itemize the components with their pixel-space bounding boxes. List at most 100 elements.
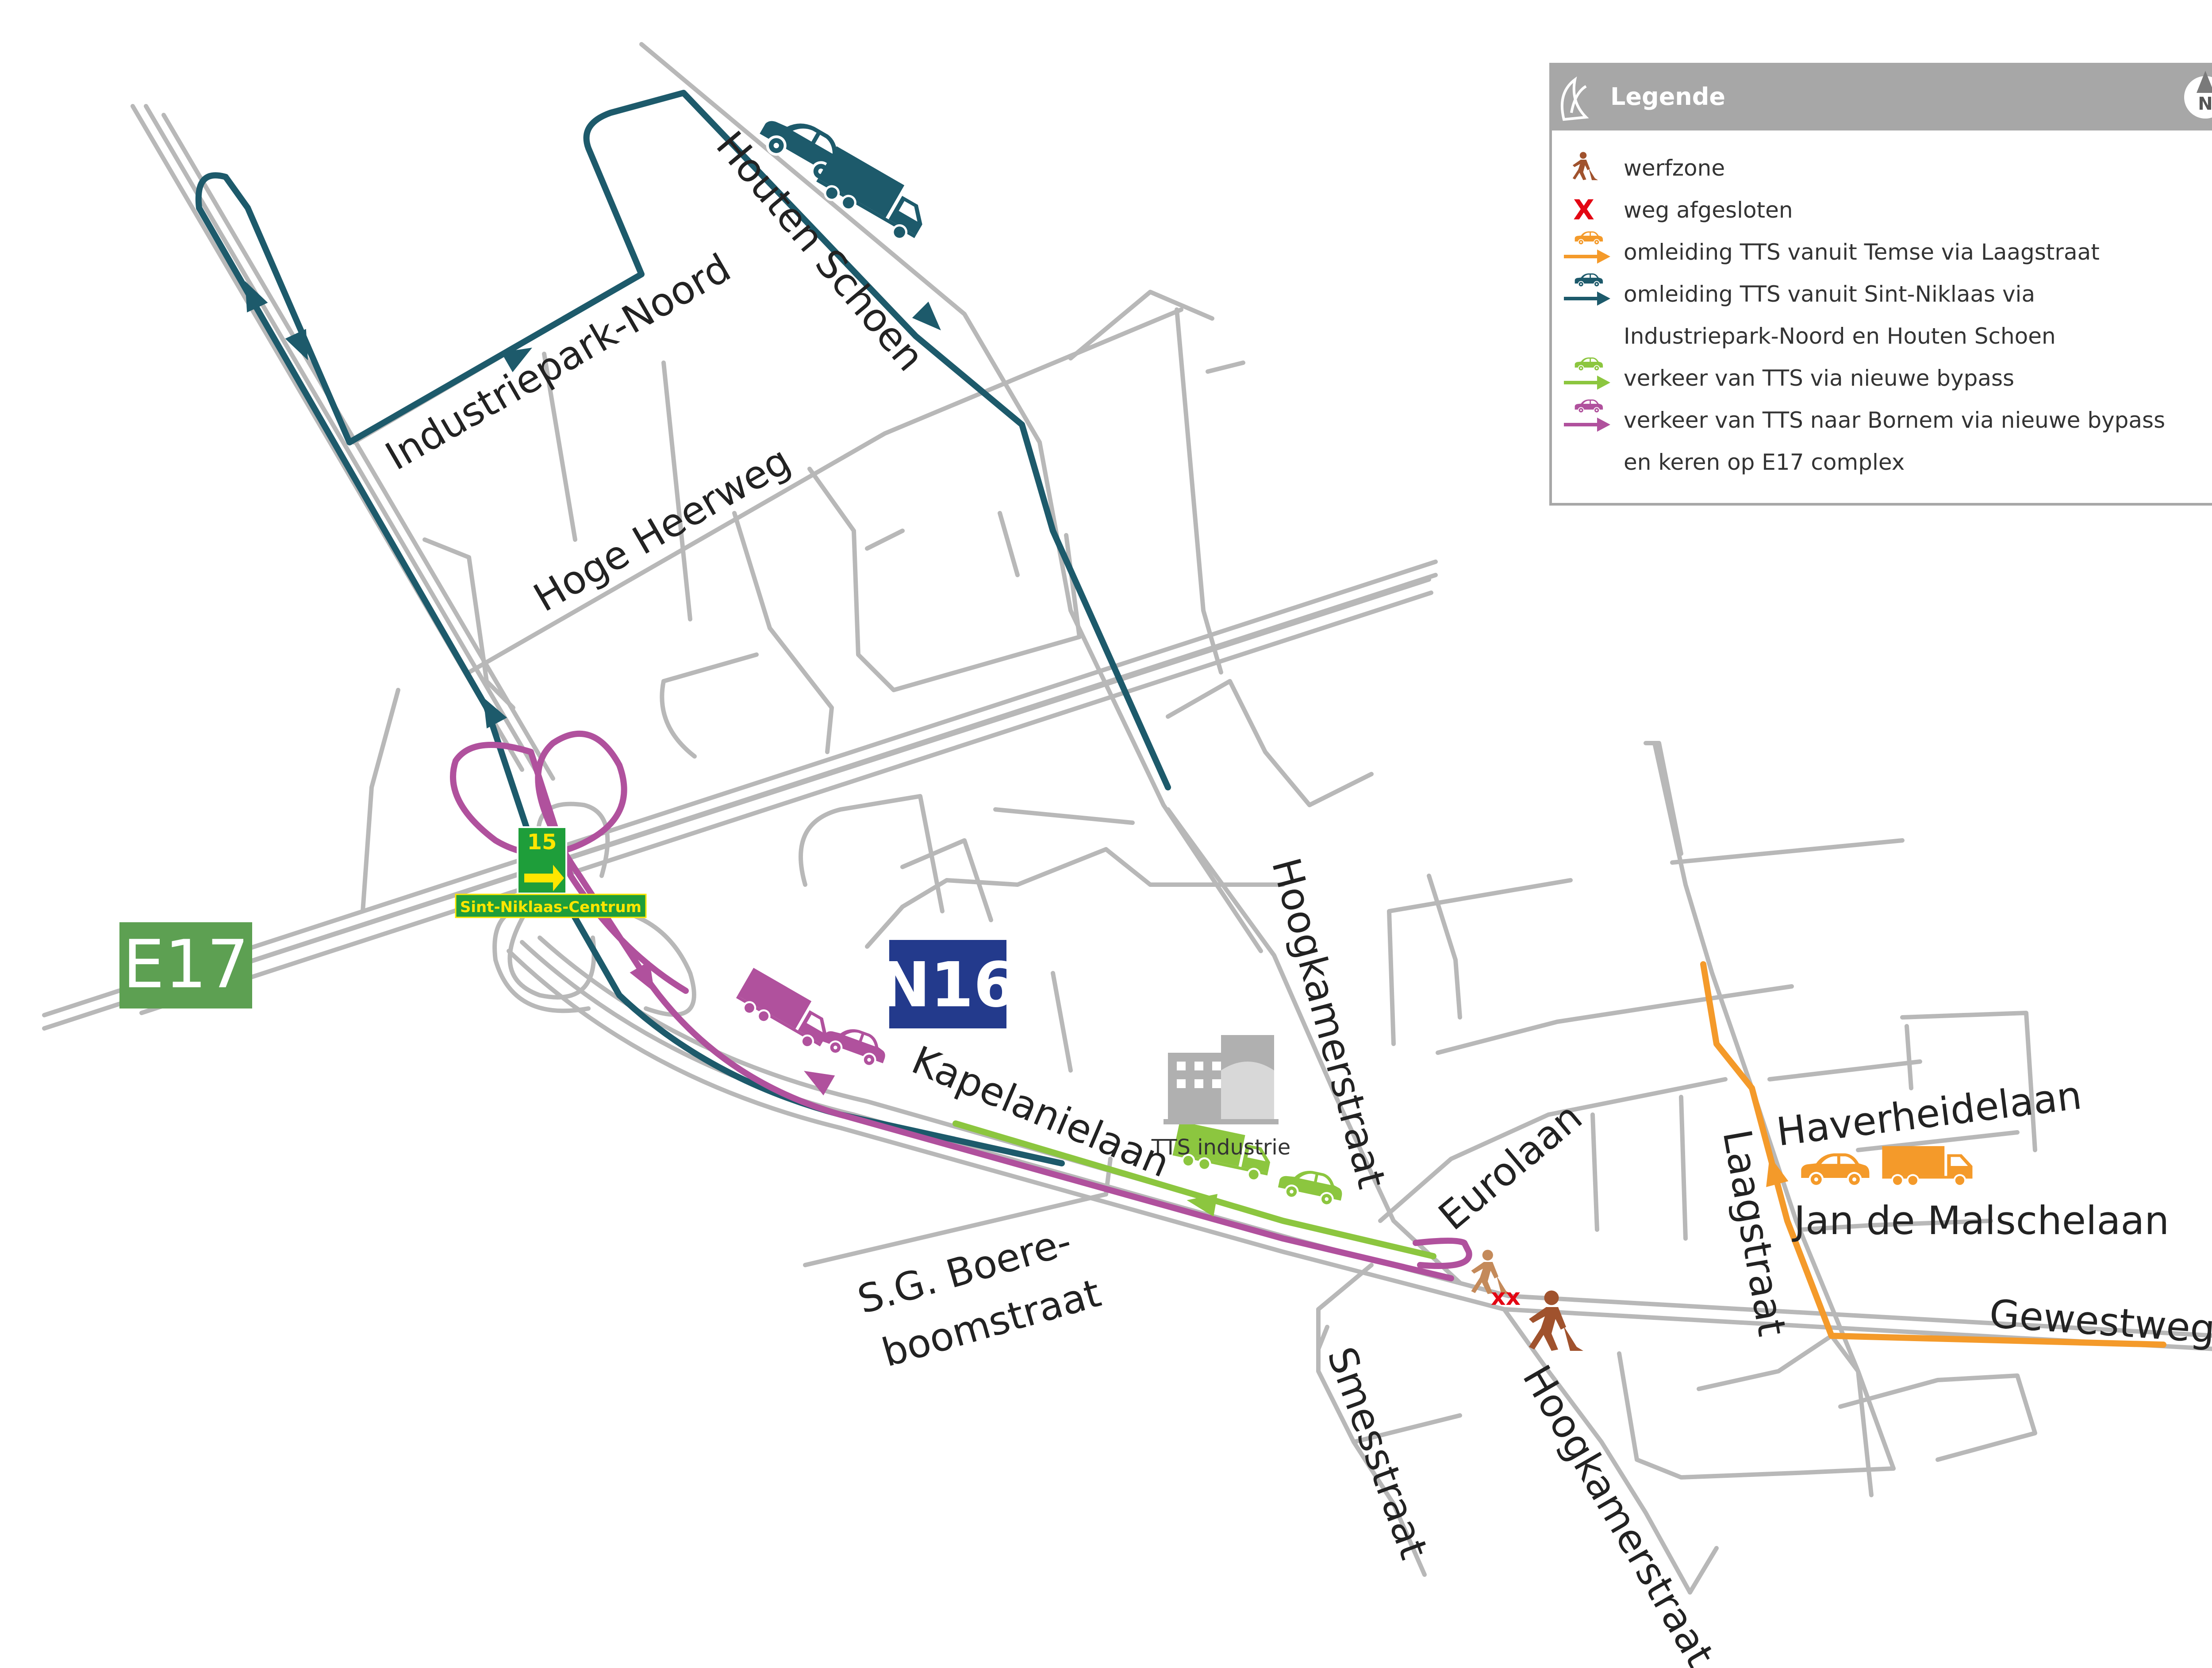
- road-block-12: [361, 688, 400, 913]
- road-block-8: [865, 529, 905, 551]
- arrow-teal-3: [501, 348, 532, 372]
- road-block-10: [660, 652, 759, 759]
- exit-15-number: 15: [527, 830, 557, 855]
- n16-badge-label: N16: [879, 949, 1017, 1021]
- road-block-5: [542, 352, 577, 542]
- road-kapel-4: [1051, 971, 1073, 1073]
- road-east-12: [1679, 1095, 1688, 1241]
- road-south-1: [1316, 1325, 1329, 1351]
- route-arrows: [245, 281, 1789, 1217]
- legend-header: [1551, 64, 2212, 130]
- road-kapel-3: [900, 838, 993, 922]
- legend-row-purple-cont: en keren op E17 complex: [1624, 449, 1905, 475]
- road-east-4: [1670, 838, 1905, 865]
- arrow-purple-2: [804, 1071, 835, 1096]
- road-kapel-6: [993, 807, 1135, 825]
- purple-car-arrow-icon: [1564, 399, 1610, 432]
- road-sg: [803, 1192, 1108, 1267]
- road-east-1: [1436, 984, 1794, 1055]
- road-block-13: [1166, 679, 1374, 807]
- road-block-9: [998, 511, 1020, 577]
- road-hoogkamer-south: [1502, 1307, 1692, 1595]
- legend-row-teal-cont: Industriepark-Noord en Houten Schoen: [1624, 323, 2056, 349]
- road-e17-d: [139, 591, 1433, 1015]
- e17-badge-box: [119, 922, 252, 1008]
- road-n16-main-1: [507, 949, 2212, 1351]
- legend-label: verkeer van TTS via nieuwe bypass: [1624, 365, 2014, 391]
- road-east-5: [1427, 874, 1462, 1020]
- legend-row-werfzone: werfzone: [1572, 152, 1725, 181]
- building-icon: [1164, 1035, 1279, 1124]
- arrow-teal-5: [483, 697, 507, 729]
- arrow-orange-1: [1766, 1156, 1789, 1187]
- road-block-6: [661, 360, 692, 621]
- road-south-3: [1617, 1351, 1798, 1480]
- route-orange-main: [1700, 961, 2166, 1348]
- route-teal-e17-loop: [195, 90, 1171, 790]
- exit-destination-box: [455, 893, 647, 918]
- route-purple-loops: [450, 730, 689, 994]
- route-orange-laagstraat: [1700, 961, 2166, 1348]
- flanders-logo-icon: [1560, 76, 1589, 121]
- road-kapel-1: [799, 794, 945, 913]
- road-south-5: [1838, 1373, 2037, 1462]
- legend-label: en keren op E17 complex: [1624, 449, 1905, 475]
- werfzone-markers: xx: [1471, 1250, 1583, 1351]
- e17-badge-label: E17: [123, 926, 249, 1003]
- route-green-bypass: [952, 1120, 1436, 1259]
- road-eurolaan: [1378, 1077, 1728, 1223]
- legend-label: werfzone: [1624, 155, 1725, 181]
- legend-row-orange: omleiding TTS vanuit Temse via Laagstraa…: [1564, 231, 2100, 265]
- teal-car-arrow-icon: [1564, 273, 1610, 306]
- road-east-10: [1900, 1011, 2037, 1152]
- arrow-teal-1: [245, 281, 268, 313]
- green-car-arrow-icon: [1564, 357, 1610, 390]
- road-block-1: [807, 467, 1082, 692]
- road-block-7: [732, 511, 834, 754]
- road-kapel-2: [865, 847, 1108, 949]
- road-block-11: [422, 537, 515, 710]
- legend-label: weg afgesloten: [1624, 197, 1793, 223]
- road-e17-a: [42, 560, 1438, 1017]
- legend-label: verkeer van TTS naar Bornem via nieuwe b…: [1624, 407, 2165, 433]
- road-east-7: [1767, 1059, 1922, 1081]
- closed-x-icon: X: [1573, 194, 1594, 226]
- road-south-2: [1352, 1413, 1462, 1444]
- legend-label: omleiding TTS vanuit Temse via Laagstraa…: [1624, 239, 2100, 265]
- route-purple-main: [643, 974, 1454, 1281]
- n16-badge-box: [889, 940, 1006, 1028]
- road-east-3: [1644, 741, 1683, 856]
- road-block-3: [1068, 290, 1214, 360]
- label-smesstraat: Smesstraat: [1318, 1341, 1437, 1565]
- orange-car-arrow-icon: [1564, 231, 1610, 264]
- orange-truck-icon: [1882, 1146, 1973, 1187]
- road-smesstraat: [1316, 1263, 1427, 1577]
- road-block-4: [1206, 360, 1245, 374]
- arrow-teal-4: [912, 301, 941, 330]
- legend-label: omleiding TTS vanuit Sint-Niklaas via: [1624, 281, 2035, 307]
- tts-industrie-poi: TTS industrie: [1151, 1035, 1290, 1160]
- arrow-teal-2: [285, 329, 308, 360]
- road-kapel-5: [1104, 847, 1285, 887]
- label-kapelanielaan: Kapelanielaan: [906, 1037, 1176, 1186]
- legend-row-teal: omleiding TTS vanuit Sint-Niklaas via: [1564, 273, 2035, 307]
- label-eurolaan: Eurolaan: [1430, 1094, 1590, 1239]
- legend-row-purple: verkeer van TTS naar Bornem via nieuwe b…: [1564, 399, 2165, 433]
- road-east-2: [1387, 878, 1573, 1046]
- road-east-6: [1905, 1024, 1913, 1090]
- road-n16-west-2: [144, 104, 538, 772]
- road-south-7: [1688, 1546, 1719, 1595]
- orange-car-icon: [1801, 1153, 1870, 1187]
- arrow-purple-1: [630, 961, 654, 992]
- exit-arrow-icon: [524, 865, 564, 891]
- legend-label: Industriepark-Noord en Houten Schoen: [1624, 323, 2056, 349]
- green-car-icon: [1276, 1165, 1346, 1209]
- road-n16-west-3: [161, 113, 555, 781]
- label-hoogkamerstraat-south: Hoogkamerstraat: [1514, 1357, 1723, 1668]
- n16-badge: N16: [879, 940, 1017, 1028]
- route-green-main: [952, 1120, 1436, 1259]
- closed-marks: xx: [1491, 1284, 1521, 1311]
- purple-truck-icon: [732, 967, 837, 1054]
- road-east-8: [1798, 1219, 1993, 1232]
